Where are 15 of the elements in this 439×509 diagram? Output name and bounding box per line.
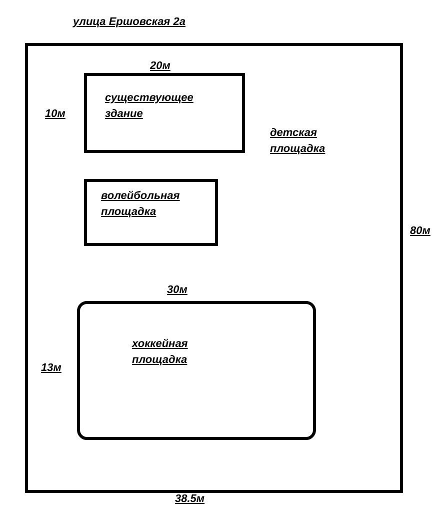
dimension-label: 38.5м xyxy=(175,492,206,507)
street-label: улица Ершовская 2а xyxy=(73,15,186,30)
dimension-label: 10м xyxy=(45,107,66,122)
dimension-label: 20м xyxy=(150,59,172,74)
area-label: существующее здание xyxy=(105,91,194,122)
area-label: детская площадка xyxy=(270,126,326,157)
area-box xyxy=(84,73,245,153)
plot-boundary xyxy=(25,43,403,493)
dimension-label: 80м xyxy=(410,224,432,239)
area-label: хоккейная площадка xyxy=(132,337,189,368)
area-label: волейбольная площадка xyxy=(101,189,181,220)
dimension-label: 13м xyxy=(41,361,62,376)
area-box xyxy=(84,179,218,246)
area-box xyxy=(77,301,316,440)
dimension-label: 30м xyxy=(167,283,188,298)
